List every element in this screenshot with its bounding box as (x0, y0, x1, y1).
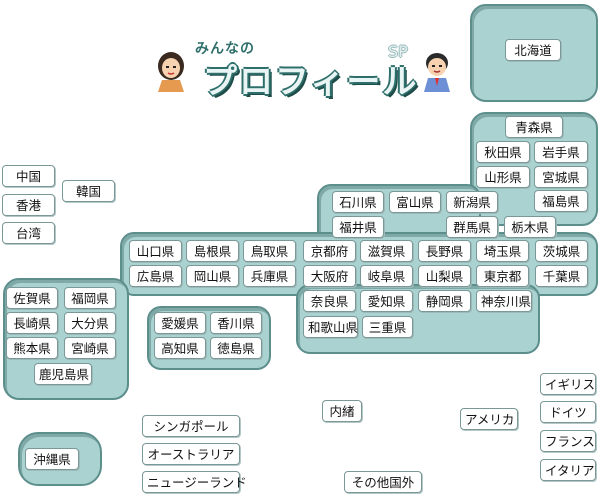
button-fukui[interactable]: 福井県 (332, 216, 384, 238)
button-shimane[interactable]: 島根県 (186, 240, 239, 262)
button-fukushima[interactable]: 福島県 (534, 190, 588, 212)
button-okinawa[interactable]: 沖縄県 (25, 448, 79, 470)
button-korea[interactable]: 韓国 (62, 180, 115, 202)
boy-avatar-icon (424, 53, 450, 92)
logo-sp-text: SP (388, 42, 408, 61)
region-hokkaido (470, 4, 598, 102)
button-naisho[interactable]: 内緒 (322, 400, 362, 422)
button-yamaguchi[interactable]: 山口県 (129, 240, 182, 262)
button-newzealand[interactable]: ニュージーランド (142, 471, 247, 493)
button-tottori[interactable]: 鳥取県 (243, 240, 296, 262)
button-hokkaido[interactable]: 北海道 (505, 39, 561, 61)
button-other-country[interactable]: その他国外 (344, 471, 422, 493)
button-aichi[interactable]: 愛知県 (360, 290, 413, 312)
button-okayama[interactable]: 岡山県 (186, 265, 239, 287)
button-ishikawa[interactable]: 石川県 (332, 191, 384, 213)
button-italy[interactable]: イタリア (540, 459, 596, 481)
button-hongkong[interactable]: 香港 (2, 194, 55, 216)
button-germany[interactable]: ドイツ (540, 401, 596, 423)
button-nagasaki[interactable]: 長崎県 (6, 312, 58, 334)
button-iwate[interactable]: 岩手県 (534, 141, 588, 163)
button-nara[interactable]: 奈良県 (303, 290, 356, 312)
button-kanagawa[interactable]: 神奈川県 (476, 290, 532, 312)
button-uk[interactable]: イギリス (540, 373, 596, 395)
button-toyama[interactable]: 富山県 (389, 191, 441, 213)
logo-top-text: みんなの (195, 41, 255, 57)
button-yamanashi[interactable]: 山梨県 (418, 265, 471, 287)
button-saitama[interactable]: 埼玉県 (476, 240, 529, 262)
button-kagawa[interactable]: 香川県 (210, 312, 262, 334)
button-ehime[interactable]: 愛媛県 (154, 312, 206, 334)
button-oita[interactable]: 大分県 (64, 312, 116, 334)
button-mie[interactable]: 三重県 (362, 316, 413, 338)
button-france[interactable]: フランス (540, 430, 596, 452)
button-singapore[interactable]: シンガポール (142, 415, 240, 437)
logo-main-text: プロフィール (203, 62, 419, 102)
button-australia[interactable]: オーストラリア (142, 443, 240, 465)
button-yamagata[interactable]: 山形県 (476, 166, 530, 188)
button-shiga[interactable]: 滋賀県 (360, 240, 413, 262)
button-taiwan[interactable]: 台湾 (2, 222, 55, 244)
button-fukuoka[interactable]: 福岡県 (64, 287, 116, 309)
button-nagano[interactable]: 長野県 (418, 240, 471, 262)
button-tokushima[interactable]: 徳島県 (210, 337, 262, 359)
button-osaka[interactable]: 大阪府 (303, 265, 356, 287)
button-ibaraki[interactable]: 茨城県 (535, 240, 588, 262)
button-america[interactable]: アメリカ (460, 408, 518, 430)
button-chiba[interactable]: 千葉県 (535, 265, 588, 287)
button-kochi[interactable]: 高知県 (154, 337, 206, 359)
button-kyoto[interactable]: 京都府 (303, 240, 356, 262)
button-gunma[interactable]: 群馬県 (446, 216, 498, 238)
button-china[interactable]: 中国 (2, 165, 55, 187)
button-miyagi[interactable]: 宮城県 (534, 166, 588, 188)
button-aomori[interactable]: 青森県 (505, 116, 563, 138)
button-akita[interactable]: 秋田県 (476, 141, 530, 163)
button-niigata[interactable]: 新潟県 (446, 191, 498, 213)
button-hyogo[interactable]: 兵庫県 (243, 265, 296, 287)
button-saga[interactable]: 佐賀県 (6, 287, 58, 309)
button-hiroshima[interactable]: 広島県 (129, 265, 182, 287)
button-shizuoka[interactable]: 静岡県 (418, 290, 471, 312)
button-kumamoto[interactable]: 熊本県 (6, 337, 58, 359)
button-tokyo[interactable]: 東京都 (476, 265, 529, 287)
button-miyazaki[interactable]: 宮崎県 (64, 337, 116, 359)
button-kagoshima[interactable]: 鹿児島県 (34, 363, 92, 385)
button-wakayama[interactable]: 和歌山県 (303, 316, 358, 338)
button-tochigi[interactable]: 栃木県 (504, 216, 556, 238)
girl-avatar-icon (158, 52, 184, 92)
button-gifu[interactable]: 岐阜県 (360, 265, 413, 287)
